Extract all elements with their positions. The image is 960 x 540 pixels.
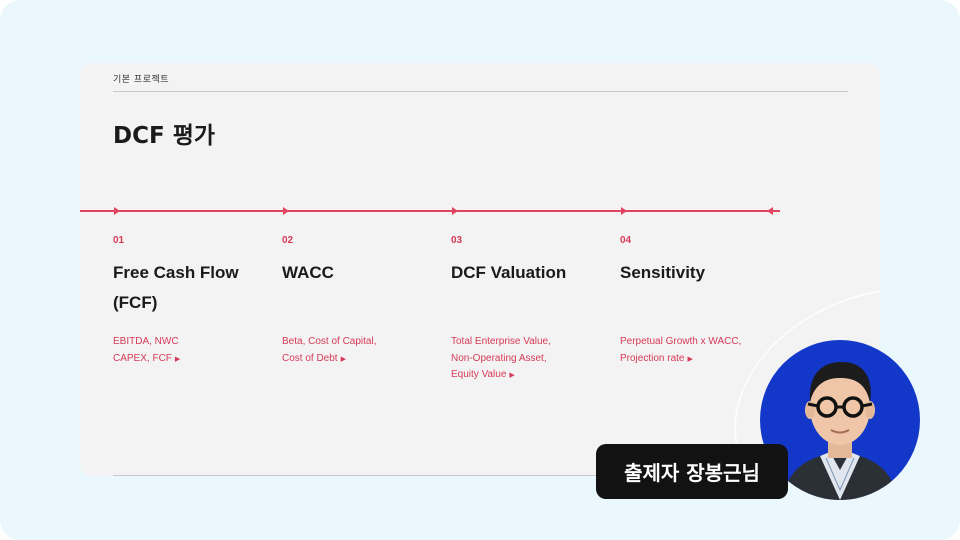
step-number: 01 xyxy=(113,235,125,246)
step-description: Total Enterprise Value, Non-Operating As… xyxy=(451,334,611,385)
small-triangle-right-icon: ▶ xyxy=(687,355,693,363)
step-1: 01 Free Cash Flow (FCF) EBITDA, NWC CAPE… xyxy=(113,235,273,368)
step-desc-text: Projection rate xyxy=(620,352,685,364)
slide-title: DCF 평가 xyxy=(113,123,216,149)
step-desc-line-with-link[interactable]: Cost of Debt▶ xyxy=(282,351,442,369)
slide-card: 기본 프로젝트 DCF 평가 01 Free Cash Flow (FCF) E… xyxy=(80,63,880,476)
step-desc-text: CAPEX, FCF xyxy=(113,352,172,364)
step-title: Sensitivity xyxy=(620,263,706,282)
step-3: 03 DCF Valuation Total Enterprise Value,… xyxy=(451,235,611,385)
step-2: 02 WACC Beta, Cost of Capital, Cost of D… xyxy=(282,235,442,368)
step-description: Perpetual Growth x WACC, Projection rate… xyxy=(620,334,780,368)
top-divider xyxy=(113,91,848,92)
timeline-arrow-4-icon xyxy=(621,207,627,215)
small-triangle-right-icon: ▶ xyxy=(340,355,346,363)
step-4: 04 Sensitivity Perpetual Growth x WACC, … xyxy=(620,235,780,368)
bottom-divider xyxy=(113,475,848,476)
person-portrait-icon xyxy=(782,362,898,500)
step-desc-line-with-link[interactable]: CAPEX, FCF▶ xyxy=(113,351,273,369)
step-desc-line: Total Enterprise Value, xyxy=(451,336,551,347)
step-title: WACC xyxy=(282,263,334,282)
step-desc-line-with-link[interactable]: Projection rate▶ xyxy=(620,351,780,369)
small-triangle-right-icon: ▶ xyxy=(509,372,515,379)
step-desc-line-with-link[interactable]: Equity Value▶ xyxy=(451,367,611,385)
timeline-arrow-2-icon xyxy=(283,207,289,215)
step-desc-line: Beta, Cost of Capital, xyxy=(282,336,377,347)
step-number: 04 xyxy=(620,235,632,246)
step-desc-line: EBITDA, NWC xyxy=(113,336,179,347)
section-label: 기본 프로젝트 xyxy=(113,75,170,85)
step-title: Free Cash Flow (FCF) xyxy=(113,263,239,312)
step-desc-line: Perpetual Growth x WACC, xyxy=(620,336,742,347)
presenter-caption: 출제자 장봉근님 xyxy=(596,444,788,499)
step-description: Beta, Cost of Capital, Cost of Debt▶ xyxy=(282,334,442,368)
step-desc-text: Cost of Debt xyxy=(282,352,338,364)
timeline-arrow-3-icon xyxy=(452,207,458,215)
step-number: 03 xyxy=(451,235,463,246)
small-triangle-right-icon: ▶ xyxy=(174,355,181,363)
step-description: EBITDA, NWC CAPEX, FCF▶ xyxy=(113,334,273,368)
presenter-avatar xyxy=(760,340,920,500)
timeline-arrow-1-icon xyxy=(114,207,120,215)
step-title: DCF Valuation xyxy=(451,263,567,282)
step-desc-line: Non-Operating Asset, xyxy=(451,352,547,364)
timeline-line xyxy=(80,210,780,212)
step-desc-text: Equity Value xyxy=(451,369,507,380)
step-number: 02 xyxy=(282,235,294,246)
timeline-end-arrow-icon xyxy=(767,207,773,215)
